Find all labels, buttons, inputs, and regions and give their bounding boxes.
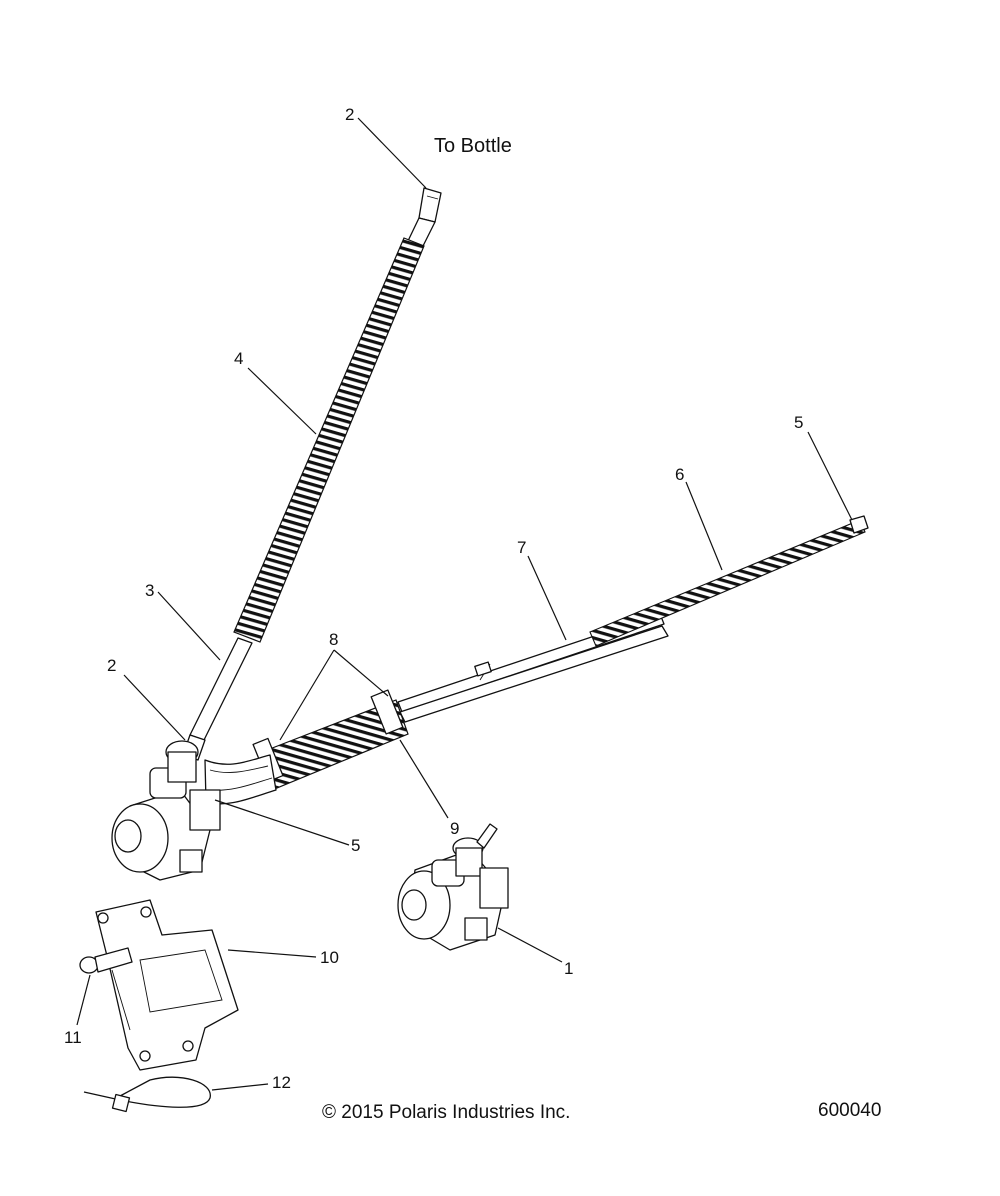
callout-2-top: 2 bbox=[345, 105, 354, 124]
lower-tube bbox=[189, 637, 253, 741]
corrugated-hose-to-bottle bbox=[233, 237, 425, 643]
callout-9: 9 bbox=[450, 819, 459, 838]
callout-12: 12 bbox=[272, 1073, 291, 1092]
callout-5-far: 5 bbox=[794, 413, 803, 432]
note-to-bottle: To Bottle bbox=[434, 135, 512, 157]
callout-1: 1 bbox=[564, 959, 573, 978]
callout-8: 8 bbox=[329, 630, 338, 649]
callout-3: 3 bbox=[145, 581, 154, 600]
pump-mounting-bracket bbox=[95, 899, 239, 1071]
fuel-pump-assembly bbox=[397, 823, 509, 951]
callout-10: 10 bbox=[320, 948, 339, 967]
figure-number: 600040 bbox=[818, 1100, 881, 1121]
installed-pump bbox=[111, 740, 221, 881]
callout-6: 6 bbox=[675, 465, 684, 484]
top-fitting bbox=[418, 187, 442, 223]
callout-2-lower: 2 bbox=[107, 656, 116, 675]
callout-5-near: 5 bbox=[351, 836, 360, 855]
hose-clamp bbox=[370, 689, 404, 735]
callout-4: 4 bbox=[234, 349, 243, 368]
bottle-hose-assembly bbox=[182, 187, 442, 761]
callout-11: 11 bbox=[64, 1028, 82, 1047]
bracket-bolt bbox=[79, 947, 133, 974]
end-fitting bbox=[849, 515, 869, 534]
callout-labels: 2 2 3 4 5 5 6 7 8 9 10 11 1 12 bbox=[64, 105, 803, 1092]
main-hose-assembly bbox=[204, 515, 869, 805]
callout-7: 7 bbox=[517, 538, 526, 557]
copyright-notice: © 2015 Polaris Industries Inc. bbox=[322, 1102, 570, 1123]
leader-lines bbox=[76, 117, 853, 1091]
corrugated-hose-far bbox=[589, 519, 866, 647]
cable-tie bbox=[83, 1076, 211, 1113]
